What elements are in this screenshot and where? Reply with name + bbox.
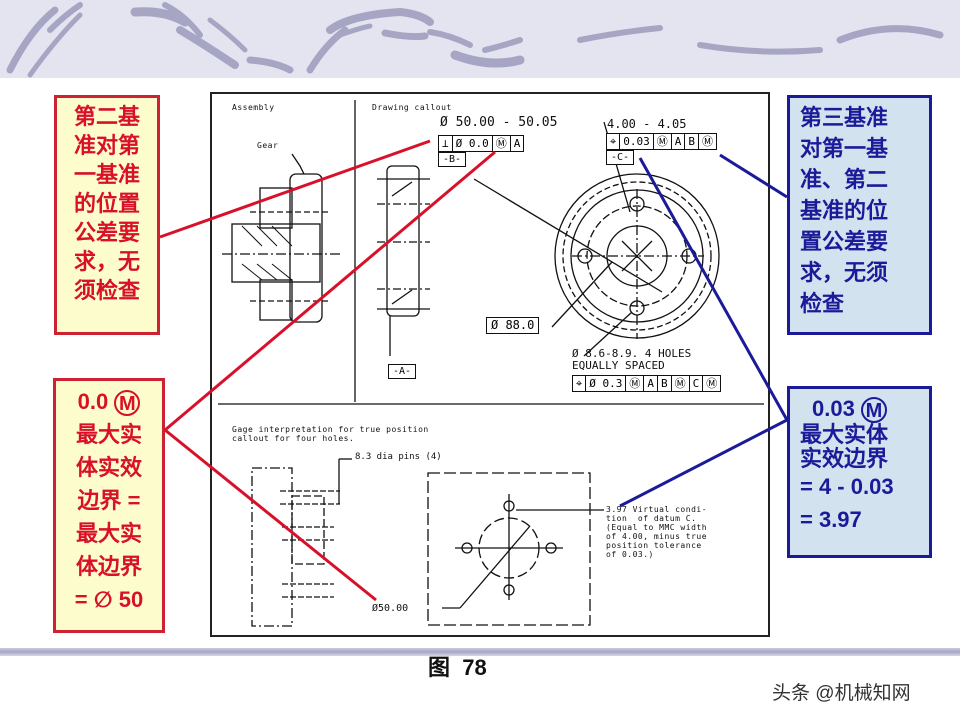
mmc-datum-b-note: 0.0 M 最大实 体实效 边界 = 最大实 体边界 = ∅ 50	[53, 378, 165, 633]
gear-label: Gear	[257, 141, 279, 150]
od-dimension: Ø 88.0	[486, 317, 540, 334]
gage-caption-line2: callout for four holes.	[232, 434, 355, 443]
keyway-dimension: 4.00 - 4.05	[607, 117, 687, 131]
gage-caption-line1: Gage interpretation for true position	[232, 425, 429, 434]
figure-caption: 图 78	[428, 655, 487, 680]
assembly-label: Assembly	[232, 103, 275, 112]
mmc-datum-c-note: 0.03 M 最大实体 实效边界 = 4 - 0.03 = 3.97	[787, 386, 932, 558]
mmc-value-row: 0.0 M	[56, 385, 162, 418]
pins-label: 8.3 dia pins (4)	[355, 452, 442, 462]
engineering-drawing: Assembly Gear Drawing callout Ø 50.00 - …	[210, 92, 770, 637]
brush-strokes-decoration	[6, 2, 944, 78]
mmc-modifier-icon: M	[114, 390, 141, 417]
decorative-bottom-band	[0, 648, 960, 656]
datum-b-label: -B-	[438, 152, 467, 167]
callout-label: Drawing callout	[372, 103, 452, 112]
datum-a-label: -A-	[388, 364, 417, 379]
drawing-linework	[218, 100, 764, 627]
fcf-position-holes: ⌖ Ø 0.3 Ⓜ A B Ⓜ C Ⓜ	[572, 375, 722, 392]
datum-c-tolerance-note: 第三基准 对第一基 准、第二 基准的位 置公差要 求，无须 检查	[787, 95, 932, 335]
fcf-position-keyway: ⌖ 0.03 Ⓜ A B Ⓜ	[606, 133, 717, 150]
datum-b-tolerance-note: 第二基 准对第 一基准 的位置 公差要 求，无 须检查	[54, 95, 160, 335]
gage-diameter: Ø50.00	[372, 603, 409, 614]
fcf-perpendicularity: ⊥ Ø 0.0 Ⓜ A	[438, 135, 525, 152]
datum-c-label: -C-	[606, 150, 635, 165]
bore-dimension: Ø 50.00 - 50.05	[440, 115, 558, 130]
watermark: 头条 @机械知网	[772, 683, 911, 704]
mmc-modifier-icon: M	[860, 397, 887, 424]
holes-spec-line2: EQUALLY SPACED	[572, 359, 665, 372]
mmc-value-row: 0.03 M	[800, 395, 929, 424]
decorative-banner	[0, 0, 960, 78]
